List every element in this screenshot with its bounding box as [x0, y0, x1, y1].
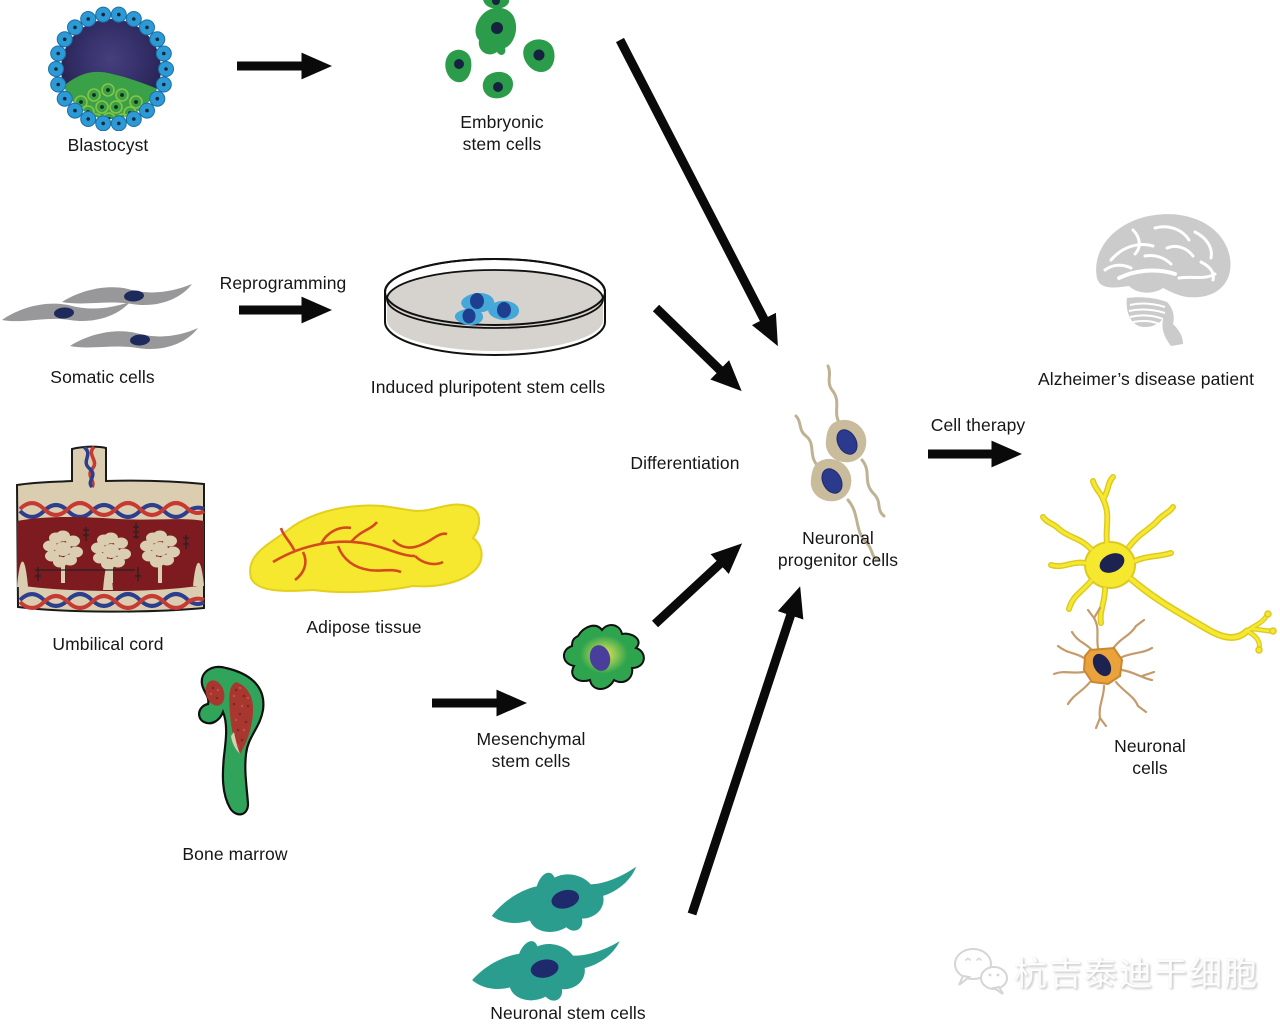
neuronal-stem-cells-illustration — [472, 866, 637, 1001]
somatic-cells-label: Somatic cells — [50, 367, 155, 387]
mesenchymal-stem-cell-illustration — [563, 624, 645, 690]
trophoblast-ring — [48, 6, 174, 131]
somatic-cells-illustration — [2, 284, 198, 350]
cell-therapy-label: Cell therapy — [930, 415, 1026, 435]
adipose-tissue-label: Adipose tissue — [306, 617, 422, 637]
arrow-ipsc-to-npc — [652, 304, 742, 392]
reprogramming-label: Reprogramming — [219, 273, 347, 293]
alzheimers-patient-label: Alzheimer’s disease patient — [1037, 369, 1255, 389]
watermark: 杭吉泰迪干细胞 — [952, 936, 1262, 1006]
neuronal-cells-label: Neuronal cells — [1114, 736, 1186, 778]
ipsc-label: Induced pluripotent stem cells — [370, 377, 606, 397]
brain-gyri — [1103, 225, 1217, 282]
neuronal-stem-cells-label: Neuronal stem cells — [490, 1003, 646, 1023]
differentiation-label: Differentiation — [630, 453, 740, 473]
blastocyst-illustration — [48, 6, 174, 131]
watermark-text: 杭吉泰迪干细胞 — [1014, 955, 1259, 992]
adipose-vessels — [272, 521, 448, 582]
brain-illustration — [1096, 214, 1231, 346]
ladder-marks — [35, 523, 189, 581]
ipsc-colony — [454, 292, 520, 326]
mesenchymal-stem-cells-label: Mesenchymal stem cells — [476, 729, 586, 771]
embryonic-stem-cells-label: Embryonic stem cells — [460, 112, 544, 154]
arrow-esc-to-npc — [616, 37, 778, 347]
umbilical-cord-label: Umbilical cord — [52, 634, 164, 654]
petri-dish-illustration — [384, 258, 606, 356]
bone-marrow-label: Bone marrow — [182, 844, 288, 864]
neuron-orange-illustration — [1052, 606, 1156, 730]
villi — [43, 530, 180, 583]
arrow-nsc-to-npc — [687, 586, 804, 916]
bone-marrow-illustration — [198, 665, 265, 816]
blastocyst-label: Blastocyst — [67, 135, 149, 155]
cerebellum-stripes — [1128, 302, 1166, 325]
neuronal-progenitor-cells-label: Neuronal progenitor cells — [777, 528, 899, 570]
embryonic-stem-cells-illustration — [445, 0, 555, 99]
wechat-icon — [954, 948, 1008, 995]
adipose-tissue-illustration — [249, 503, 483, 594]
neuronal-progenitor-cells-illustration — [794, 364, 886, 562]
neuron-yellow-illustration — [1040, 474, 1277, 654]
umbilical-cord-illustration — [15, 445, 206, 613]
arrow-msc-to-npc — [651, 543, 743, 628]
